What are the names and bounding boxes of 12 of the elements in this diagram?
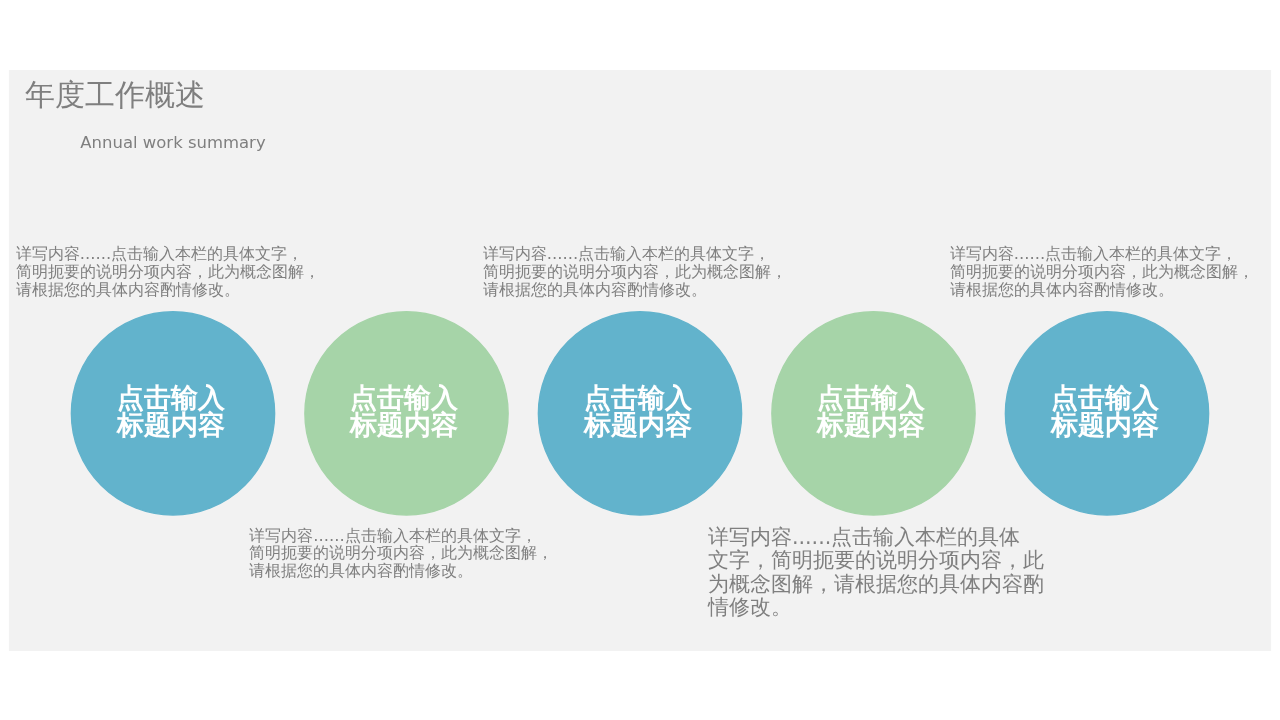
label: Annual work summary [80,132,266,152]
node-circle: 点击输入标题内容 [70,310,276,516]
node-circle: 点击输入标题内容 [304,310,509,516]
node-label: 详写内容......点击输入本栏的具体文字，简明扼要的说明分项内容，此为概念图解，请根据您的具体内容酌情修改。 [15,243,320,299]
node-label: 详写内容......点击输入本栏的具体文字，简明扼要的说明分项内容，此为概念图解，请根据您的具体内容酌情修改。 [949,243,1254,299]
node-label: 详写内容......点击输入本栏的具体文字，简明扼要的说明分项内容，此为概念图解，请根据您的具体内容酌情修改。 [249,525,554,580]
node-circle: 点击输入标题内容 [771,310,976,516]
diagram-title: 年度工作概述 [25,76,206,112]
node-label: 详写内容......点击输入本栏的具体文字，简明扼要的说明分项内容，此为概念图解，请根据您的具体内容酌情修改。 [482,243,787,299]
node-circle: 点击输入标题内容 [537,310,743,516]
node-label: 详写内容......点击输入本栏的具体文字，简明扼要的说明分项内容，此为概念图解，请根据您的具体内容酌情修改。 [707,524,1044,619]
node-circle: 点击输入标题内容 [1004,310,1210,516]
